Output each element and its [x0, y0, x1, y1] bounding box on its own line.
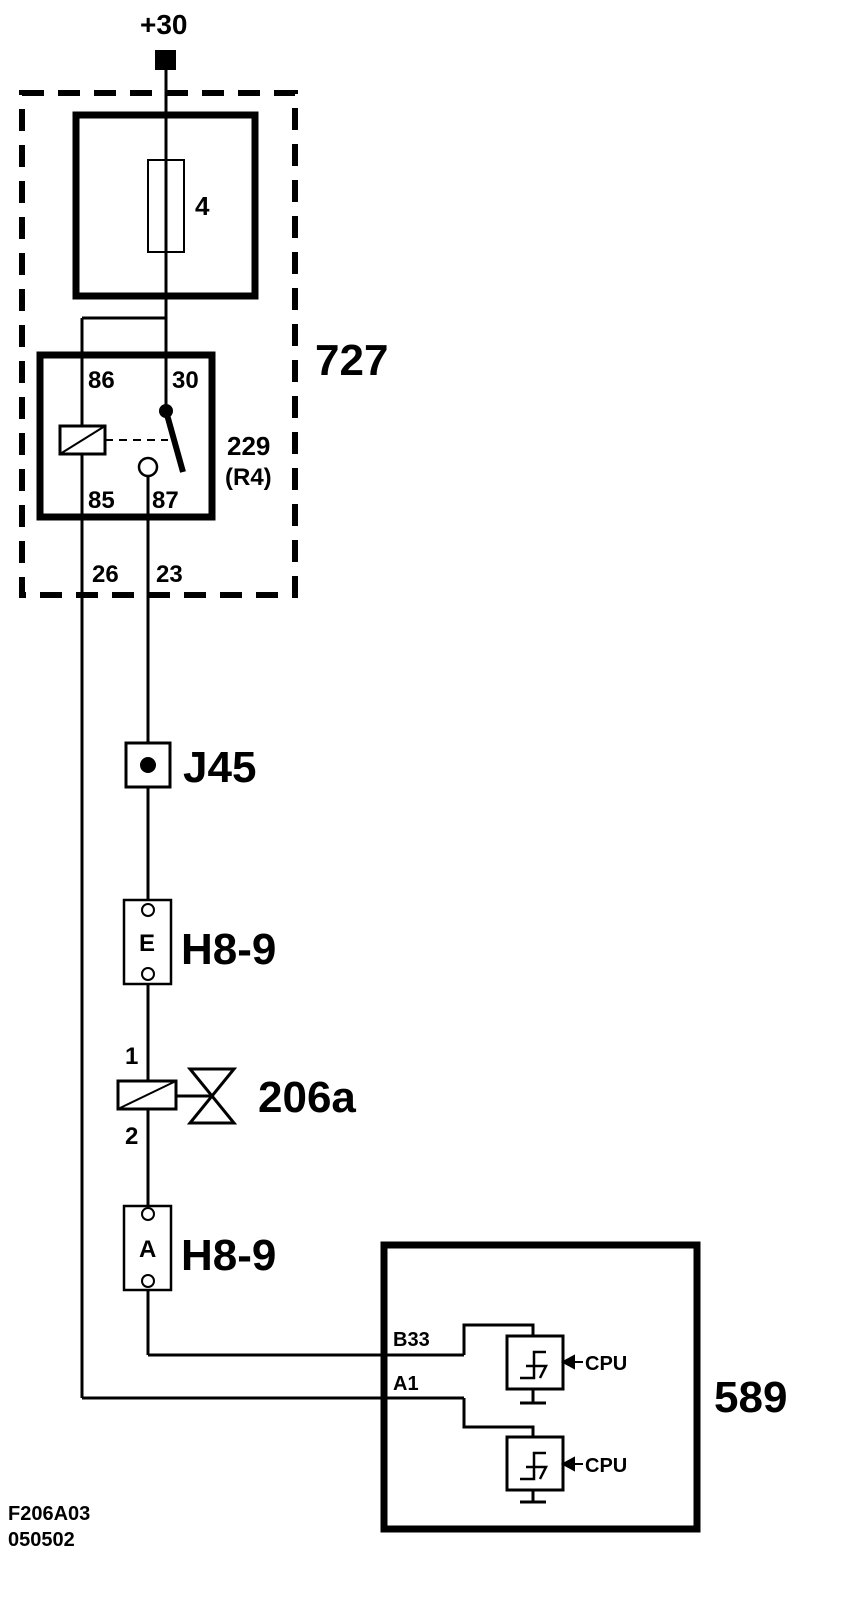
connector-bottom-pin-upper — [141, 1207, 155, 1221]
supply-label: +30 — [140, 9, 188, 40]
fuse-box — [72, 111, 259, 300]
connector-bottom-pin-lower — [141, 1274, 155, 1288]
ecu-wire-a1 — [462, 1398, 535, 1437]
module-pin-26: 26 — [92, 561, 119, 588]
solenoid-coil-diagonal — [117, 1080, 177, 1110]
splice-label: J45 — [183, 743, 256, 792]
connector-bottom-pin: A — [139, 1236, 156, 1263]
driver-1-arrow-icon — [560, 1354, 583, 1370]
footer-code: F206A03 — [8, 1503, 90, 1525]
relay-contact-87 — [137, 456, 159, 478]
driver-2-arrow-icon — [560, 1456, 583, 1472]
valve-icon — [186, 1067, 238, 1125]
module-727-label: 727 — [315, 336, 388, 385]
supply-terminal — [155, 50, 176, 70]
relay-sub-label: (R4) — [225, 464, 272, 491]
connector-top-pin-upper — [141, 903, 155, 917]
relay-coil-diagonal — [59, 425, 106, 455]
connector-top-pin-lower — [141, 967, 155, 981]
footer-date: 050502 — [8, 1529, 75, 1551]
solenoid-pin-2: 2 — [125, 1123, 138, 1150]
driver-1-label: CPU — [585, 1353, 627, 1375]
fuse-label: 4 — [195, 191, 210, 221]
solenoid-pin-1: 1 — [125, 1043, 138, 1070]
relay-pin-87: 87 — [152, 487, 179, 514]
driver-2-transistor-icon — [520, 1451, 549, 1481]
driver-1-transistor-icon — [520, 1350, 549, 1380]
relay-pin-30: 30 — [172, 367, 199, 394]
relay-box — [36, 351, 216, 521]
connector-top-label: H8-9 — [181, 925, 276, 974]
module-727-outline — [19, 90, 298, 598]
relay-label: 229 — [227, 431, 270, 461]
connector-top-pin: E — [139, 930, 155, 957]
relay-pin-86: 86 — [88, 367, 115, 394]
driver-2-label: CPU — [585, 1455, 627, 1477]
ecu-wire-b33 — [462, 1323, 535, 1355]
ecu-label: 589 — [714, 1373, 787, 1422]
solenoid-label: 206a — [258, 1073, 356, 1122]
module-pin-23: 23 — [156, 561, 183, 588]
ecu-box — [380, 1241, 701, 1533]
relay-switch-arm — [163, 410, 186, 473]
connector-bottom-label: H8-9 — [181, 1231, 276, 1280]
ecu-pin-a1: A1 — [393, 1373, 419, 1395]
splice-dot — [140, 757, 156, 773]
relay-pin-85: 85 — [88, 487, 115, 514]
ecu-pin-b33: B33 — [393, 1329, 430, 1351]
